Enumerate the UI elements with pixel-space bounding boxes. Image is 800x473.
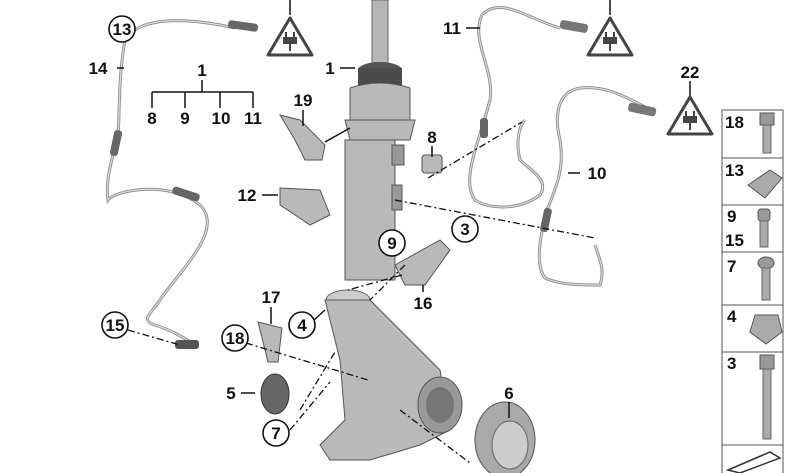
callout-circle — [451, 215, 479, 243]
wheel-speed-sensor-cable-10 — [537, 86, 657, 287]
callout-14[interactable]: 14 — [89, 59, 108, 78]
electrical-warning-icon — [266, 16, 314, 57]
electrical-warning-icon — [586, 16, 634, 57]
callout-17[interactable]: 17 — [262, 288, 281, 307]
callout-16[interactable]: 16 — [414, 294, 433, 313]
callout-4-circled[interactable]: 4 — [297, 316, 307, 335]
arrow-next-icon[interactable] — [725, 451, 782, 473]
bracket-19 — [278, 114, 326, 161]
hardware-panel: 18 13 9 15 7 4 3 — [721, 109, 784, 473]
callout-9[interactable]: 9 — [180, 109, 189, 128]
wheel-speed-sensor-cable-11 — [468, 5, 589, 209]
callout-circle — [378, 229, 406, 257]
callout-18-circled[interactable]: 18 — [226, 329, 245, 348]
socket-head-screw-icon — [757, 208, 771, 248]
callout-5[interactable]: 5 — [226, 384, 235, 403]
callout-3-circled[interactable]: 3 — [460, 220, 469, 239]
callout-10[interactable]: 10 — [212, 109, 231, 128]
callout-13[interactable]: 13 — [113, 20, 132, 39]
callout-circle — [221, 324, 249, 352]
callout-11[interactable]: 11 — [244, 109, 262, 128]
callout-22[interactable]: 22 — [681, 63, 700, 82]
callout-1-strut[interactable]: 1 — [325, 59, 334, 78]
panel-label-9: 9 — [727, 207, 736, 226]
cable-clip-icon — [747, 169, 783, 199]
callout-circle — [288, 311, 316, 339]
callout-11-wire[interactable]: 11 — [443, 19, 461, 38]
torx-bolt-icon — [757, 256, 775, 301]
bracket-12 — [279, 187, 331, 226]
callout-circle — [101, 311, 129, 339]
hex-bolt-short-icon — [759, 112, 775, 154]
callout-6[interactable]: 6 — [504, 384, 513, 403]
callout-19[interactable]: 19 — [294, 91, 313, 110]
wheel-hub-bearing — [474, 401, 536, 473]
steering-knuckle — [319, 289, 463, 461]
callout-8[interactable]: 8 — [147, 109, 156, 128]
electrical-warning-icon — [666, 95, 714, 136]
panel-label-18: 18 — [725, 113, 744, 132]
collar-nut-icon — [749, 314, 783, 345]
bracket-17 — [257, 321, 283, 363]
panel-label-13: 13 — [725, 161, 744, 180]
callout-9-circled[interactable]: 9 — [387, 234, 396, 253]
callout-circle — [108, 15, 136, 43]
leader-lines — [117, 0, 691, 464]
callout-12[interactable]: 12 — [238, 186, 257, 205]
panel-label-3: 3 — [727, 354, 736, 373]
callout-15-circled[interactable]: 15 — [106, 316, 125, 335]
wheel-speed-sensor-cable-left — [105, 19, 259, 349]
panel-label-7: 7 — [727, 257, 736, 276]
panel-label-15: 15 — [725, 231, 744, 250]
panel-label-4: 4 — [727, 307, 737, 326]
dust-cap — [260, 373, 290, 415]
hex-bolt-long-icon — [759, 354, 775, 440]
callout-8-part[interactable]: 8 — [427, 128, 436, 147]
callout-circle — [262, 419, 290, 447]
shock-absorber-strut — [344, 0, 416, 281]
callout-7-circled[interactable]: 7 — [271, 424, 280, 443]
callout-1-group[interactable]: 1 — [197, 61, 206, 80]
callout-10-wire[interactable]: 10 — [588, 164, 607, 183]
bracket-8 — [421, 154, 443, 174]
bracket-16 — [394, 239, 451, 286]
